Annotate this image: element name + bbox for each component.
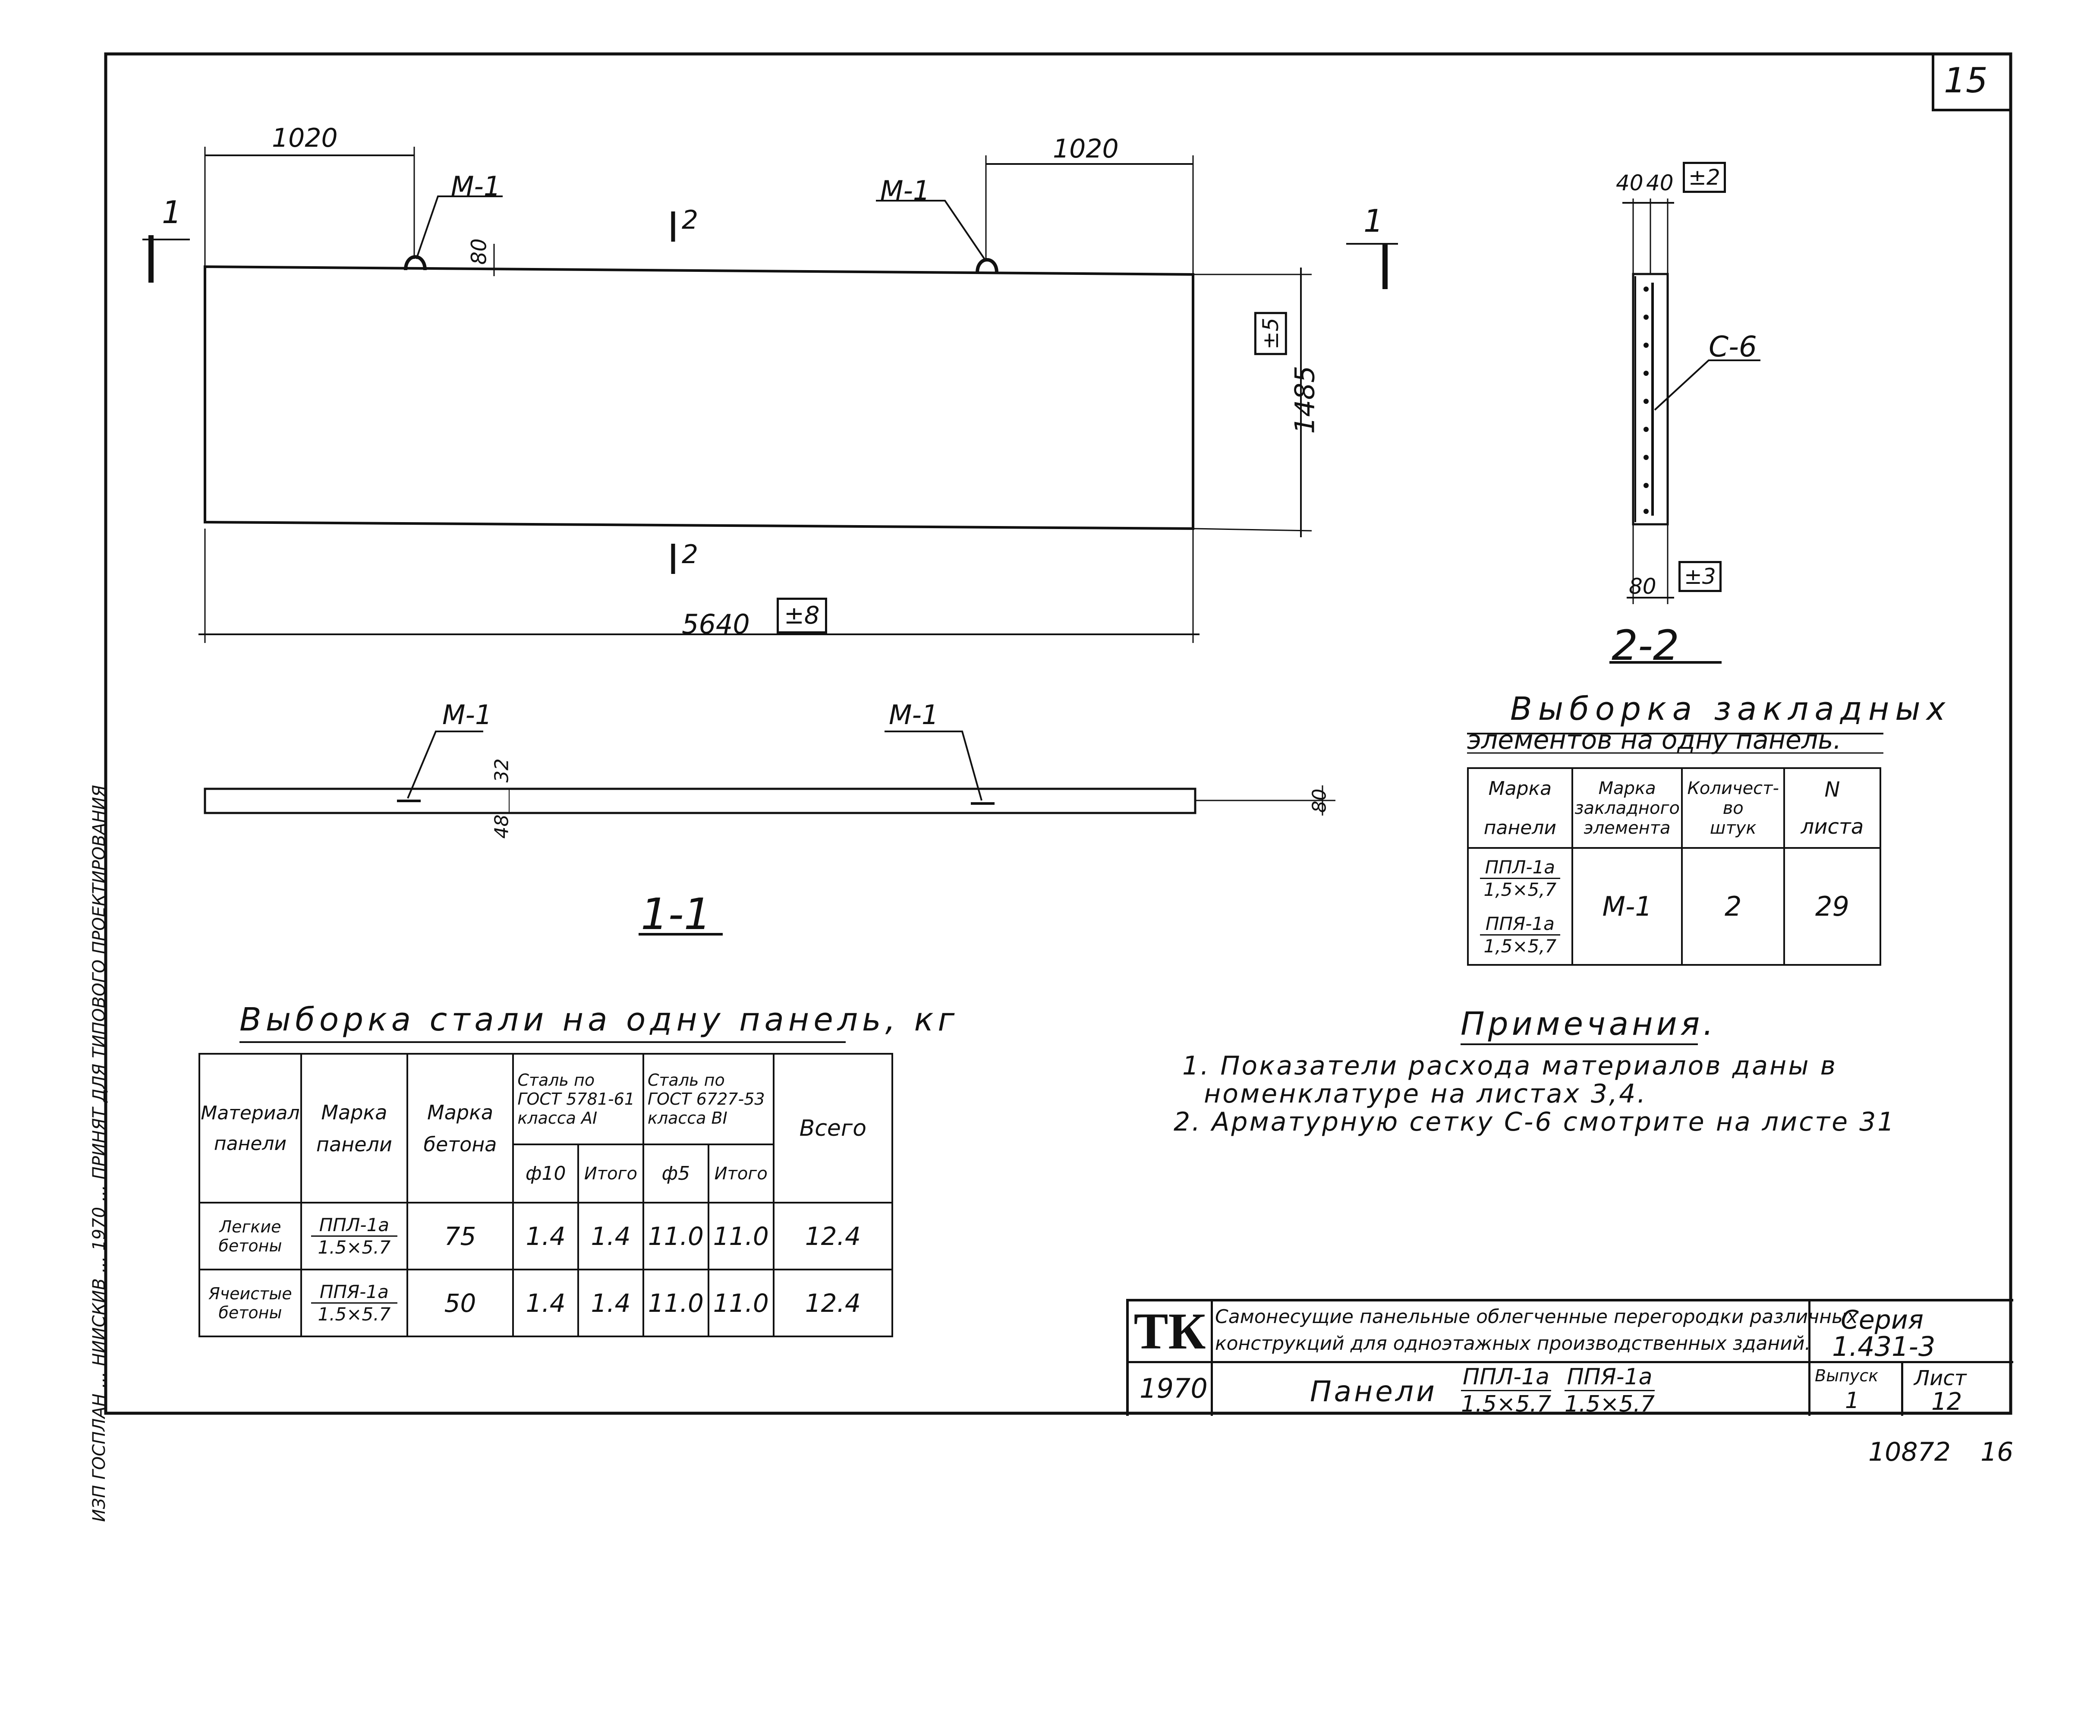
- archive-page: 16: [1980, 1437, 2014, 1467]
- emb-cell-sheet: 29: [1783, 847, 1882, 966]
- steel-row2-d10: 1.4: [512, 1269, 579, 1337]
- title-series-value: 1.431-3: [1832, 1331, 1936, 1362]
- section-mark-2-bottom: 2: [682, 539, 699, 570]
- title-sheet-label: Лист: [1914, 1366, 1967, 1390]
- steel-row1-d5: 11.0: [642, 1202, 709, 1270]
- steel-row2-d5: 11.0: [642, 1269, 709, 1337]
- embedded-table-title-2: элементов на одну панель.: [1467, 725, 1842, 755]
- steel-header-d10: ф10: [512, 1144, 579, 1204]
- title-desc-1: Самонесущие панельные облегченные перего…: [1215, 1306, 1858, 1328]
- dim-32: 32: [491, 758, 513, 783]
- c6-bars: [1643, 287, 1649, 514]
- m1-loop-left: [404, 255, 427, 271]
- section-mark-2-top: 2: [682, 205, 699, 235]
- section-mark-1-right: 1: [1363, 203, 1383, 239]
- embedded-table-title-1: Выборка закладных: [1510, 690, 1952, 728]
- emb-cell-qty: 2: [1681, 847, 1785, 966]
- dim-40a: 40: [1616, 170, 1643, 195]
- notes-line-2: 2. Арматурную сетку С-6 смотрите на лист…: [1174, 1107, 1896, 1137]
- emb-cell-element: М-1: [1571, 847, 1683, 966]
- dim-80-s11: 80: [1308, 788, 1331, 813]
- steel-header-d5: ф5: [642, 1144, 709, 1204]
- title-panel-b: ППЯ-1а 1.5×5.7: [1565, 1364, 1655, 1417]
- title-panel-a: ППЛ-1а 1.5×5.7: [1461, 1364, 1551, 1417]
- section-2-2-outline: [1632, 273, 1669, 526]
- tol-bottom: ±3: [1678, 561, 1722, 592]
- dim-80-plan: 80: [467, 238, 491, 265]
- steel-row2-total: 12.4: [772, 1269, 894, 1337]
- title-panels-label: Панели: [1310, 1375, 1437, 1408]
- section-2-2-title: 2-2: [1612, 621, 1679, 670]
- panel-plan-outline: [204, 265, 1194, 530]
- drawing-linework: [104, 52, 2012, 1415]
- steel-row2-itogo2: 11.0: [707, 1269, 775, 1337]
- label-m1-s11-right: М-1: [889, 699, 939, 731]
- dim-48: 48: [491, 814, 513, 839]
- emb-cell-panels: ППЛ-1а 1,5×5,7 ППЯ-1а 1,5×5,7: [1467, 847, 1573, 966]
- steel-row1-concrete: 75: [406, 1202, 514, 1270]
- label-c6: С-6: [1709, 330, 1757, 363]
- steel-row1-d10: 1.4: [512, 1202, 579, 1270]
- steel-row1-mark: ППЛ-1а 1.5×5.7: [300, 1202, 408, 1270]
- notes-line-1b: номенклатуре на листах 3,4.: [1204, 1079, 1647, 1109]
- section-1-1-title: 1-1: [641, 889, 712, 939]
- label-m1-s11-left: М-1: [442, 699, 492, 731]
- page-number: 15: [1944, 60, 1988, 101]
- title-year: 1970: [1140, 1373, 1208, 1404]
- label-m1-plan-right: М-1: [880, 175, 930, 206]
- dim-5640: 5640: [682, 608, 750, 640]
- label-m1-plan-left: М-1: [451, 170, 501, 202]
- section-mark-1-left: 1: [162, 194, 182, 230]
- title-issue-label: Выпуск: [1815, 1366, 1879, 1385]
- tol-height: ±5: [1254, 312, 1287, 355]
- dim-1485: 1485: [1289, 365, 1321, 434]
- steel-row1-itogo1: 1.4: [577, 1202, 644, 1270]
- title-desc-2: конструкций для одноэтажных производстве…: [1215, 1333, 1811, 1355]
- steel-table-title: Выборка стали на одну панель, кг: [239, 1001, 959, 1038]
- notes-line-1: 1. Показатели расхода материалов даны в: [1182, 1051, 1838, 1081]
- dim-1020-right: 1020: [1053, 134, 1119, 164]
- steel-header-itogo1: Итого: [577, 1144, 644, 1204]
- steel-header-total: Всего: [772, 1053, 894, 1204]
- steel-row1-itogo2: 11.0: [707, 1202, 775, 1270]
- steel-row2-concrete: 50: [406, 1269, 514, 1337]
- dim-1020-left: 1020: [272, 123, 338, 153]
- dim-80-s22: 80: [1629, 574, 1656, 599]
- title-series-label: Серия: [1841, 1305, 1924, 1335]
- tk-logo: ТК: [1129, 1301, 1213, 1363]
- dim-40b: 40: [1646, 170, 1674, 195]
- m1-loop-right: [976, 258, 998, 273]
- title-issue-value: 1: [1845, 1388, 1860, 1414]
- title-block: ТК Самонесущие панельные облегченные пер…: [1126, 1299, 2013, 1417]
- steel-header-itogo2: Итого: [707, 1144, 775, 1204]
- title-sheet-value: 12: [1931, 1388, 1962, 1416]
- side-stamp: ИЗП ГОСПЛАН ... НИИСКИВ ... 1970 ... ПРИ…: [89, 785, 109, 1522]
- steel-row2-itogo1: 1.4: [577, 1269, 644, 1337]
- notes-title: Примечания.: [1461, 1005, 1717, 1043]
- tol-top: ±2: [1683, 162, 1726, 193]
- tol-length: ±8: [777, 598, 827, 633]
- steel-row2-mark: ППЯ-1а 1.5×5.7: [300, 1269, 408, 1337]
- page-number-box: [1932, 53, 2012, 111]
- archive-code: 10872: [1868, 1437, 1951, 1467]
- steel-row1-total: 12.4: [772, 1202, 894, 1270]
- section-1-1-outline: [204, 788, 1196, 814]
